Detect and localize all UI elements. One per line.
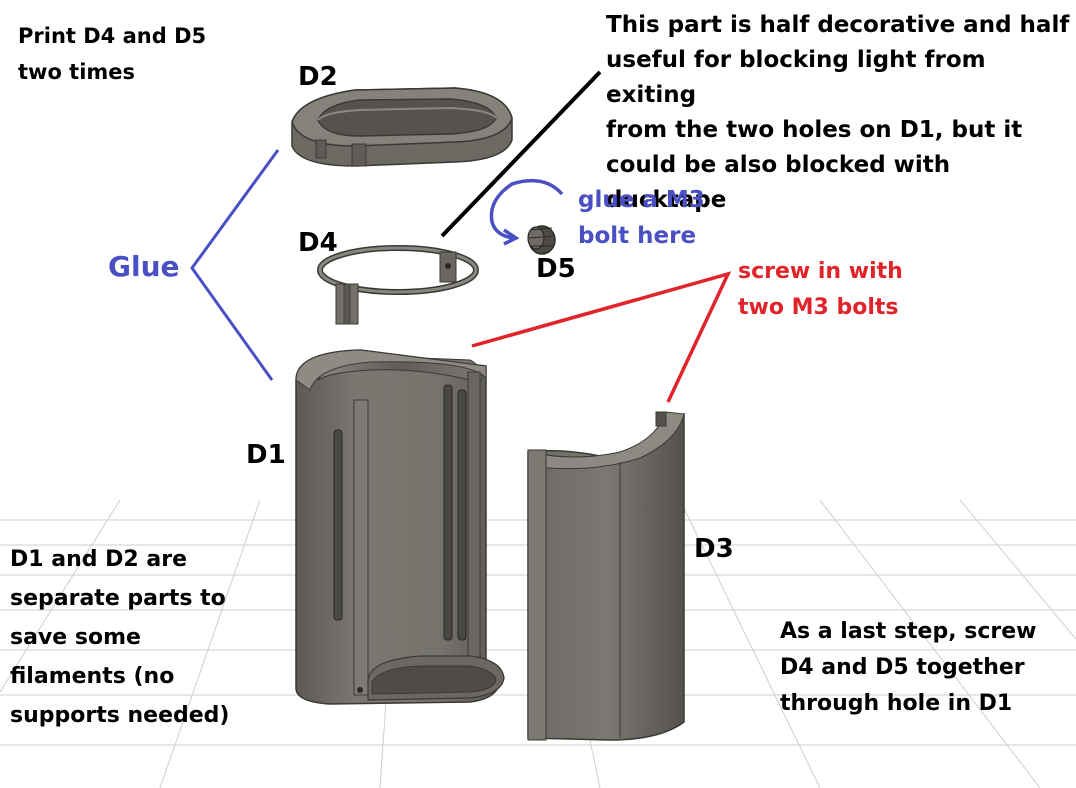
part-d2	[291, 87, 513, 167]
label-d3: D3	[694, 534, 734, 564]
part-d5	[527, 225, 556, 255]
part-d3	[527, 411, 685, 741]
part-d1	[295, 349, 505, 705]
decorative-pointer-line	[440, 70, 602, 238]
glue-bracket	[190, 149, 280, 381]
note-print-twice: Print D4 and D5 two times	[18, 24, 207, 84]
glue-bolt-arrowhead	[503, 228, 520, 246]
note-decorative: This part is half decorative and half us…	[606, 12, 1070, 213]
label-d2: D2	[298, 62, 338, 92]
note-screw-bolts: screw in with two M3 bolts	[738, 259, 903, 320]
note-last-step: As a last step, screw D4 and D5 together…	[780, 619, 1037, 716]
note-glue-bolt: glue a M3 bolt here	[578, 187, 705, 249]
label-d4: D4	[298, 228, 338, 258]
note-separate-parts: D1 and D2 are separate parts to save som…	[10, 547, 230, 728]
label-glue: Glue	[108, 250, 180, 283]
label-d5: D5	[536, 254, 576, 284]
screw-callout-lines	[471, 271, 732, 403]
part-d4	[317, 245, 479, 325]
label-d1: D1	[246, 440, 286, 470]
glue-bolt-arrow	[489, 178, 564, 240]
